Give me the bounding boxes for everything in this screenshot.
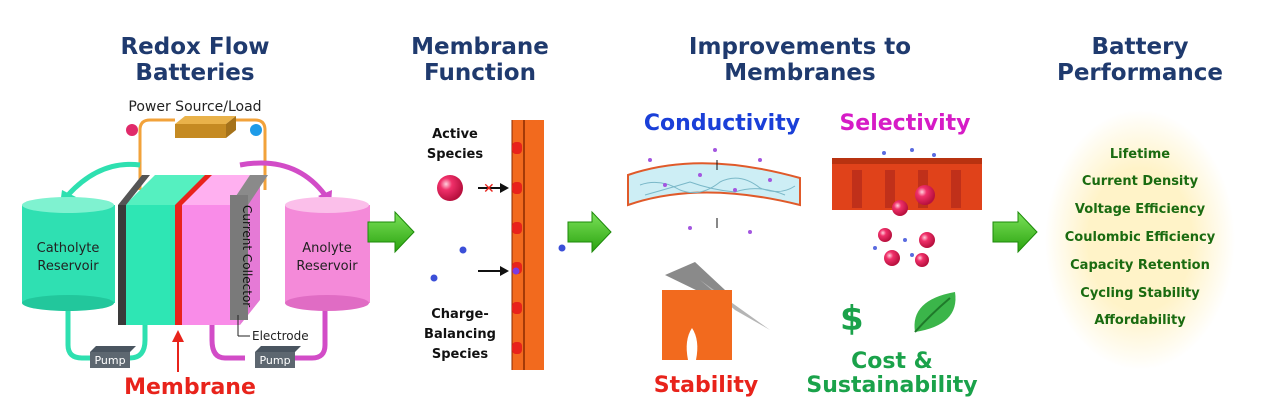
heading-line: Function (423, 60, 536, 86)
anolyte-label: Reservoir (296, 259, 358, 274)
arrow-icon (567, 210, 612, 254)
electrode-label: Electrode (252, 329, 309, 343)
heading-line: Membrane (411, 34, 549, 60)
heading-line: Batteries (135, 60, 255, 86)
selectivity-label: Selectivity (839, 111, 970, 136)
conductivity-illustration (627, 148, 801, 234)
active-species-label: Species (427, 147, 483, 162)
charge-balancing-label: Balancing (424, 327, 496, 342)
active-species-sphere (437, 175, 463, 201)
heading-redox-flow-batteries: Redox Flow Batteries (95, 34, 295, 86)
membrane-function-diagram: ✕ Active Species Charge- Balancing Speci… (424, 120, 566, 370)
wire-right (235, 118, 267, 190)
performance-item: Coulombic Efficiency (1064, 230, 1216, 245)
charge-species-dot (558, 244, 566, 252)
anolyte-label: Anolyte (302, 241, 352, 256)
performance-glow (1045, 110, 1235, 370)
heading-line: Membranes (724, 60, 876, 86)
charge-species-dot (430, 274, 438, 282)
performance-item: Cycling Stability (1080, 286, 1200, 301)
charge-balancing-label: Charge- (431, 307, 489, 322)
dollar-icon: $ (840, 299, 864, 339)
performance-item: Capacity Retention (1070, 258, 1210, 273)
negative-terminal-icon (250, 124, 262, 136)
heading-membrane-function: Membrane Function (395, 34, 565, 86)
wire-left (138, 118, 175, 190)
pump-label: Pump (94, 354, 125, 367)
heading-line: Performance (1056, 60, 1224, 86)
power-source-box (175, 116, 236, 124)
power-source-label: Power Source/Load (128, 99, 261, 115)
arrow-icon (367, 210, 415, 254)
heading-improvements: Improvements to Membranes (680, 34, 920, 86)
pump-icon (255, 346, 301, 368)
cost-label: Sustainability (806, 373, 977, 398)
heading-line: Redox Flow (120, 34, 270, 60)
charge-species-dot (459, 246, 467, 254)
pump-label: Pump (259, 354, 290, 367)
stability-illustration (662, 262, 770, 360)
arrow-icon (992, 210, 1038, 254)
charge-species-dot (512, 267, 520, 275)
catholyte-loop (66, 161, 141, 197)
current-collector-plate (230, 195, 248, 320)
pump-icon (90, 346, 136, 368)
flow-battery-schematic: Power Source/Load Catholyte Reservoir An… (22, 99, 370, 400)
performance-item: Voltage Efficiency (1074, 202, 1206, 217)
catholyte-label: Catholyte (37, 241, 100, 256)
performance-item: Current Density (1081, 174, 1199, 189)
selectivity-illustration (832, 148, 982, 267)
catholyte-label: Reservoir (37, 259, 99, 274)
blocked-icon: ✕ (483, 181, 495, 197)
cost-label: Cost & (851, 349, 933, 374)
heading-line: Battery (1091, 34, 1189, 60)
active-species-label: Active (432, 127, 478, 142)
conductivity-label: Conductivity (644, 111, 800, 136)
positive-terminal-icon (126, 124, 138, 136)
anolyte-loop (239, 160, 327, 197)
performance-item: Lifetime (1109, 147, 1171, 162)
stability-label: Stability (654, 373, 758, 398)
heading-battery-performance: Battery Performance (1055, 34, 1225, 86)
charge-balancing-label: Species (432, 347, 488, 362)
current-collector-label: Current Collector (240, 205, 254, 307)
performance-item: Affordability (1094, 313, 1186, 328)
membrane-label: Membrane (124, 375, 256, 400)
heading-line: Improvements to (688, 34, 912, 60)
membrane-layer (175, 205, 182, 325)
leaf-icon (914, 292, 956, 333)
svg-text:$: $ (840, 299, 864, 339)
